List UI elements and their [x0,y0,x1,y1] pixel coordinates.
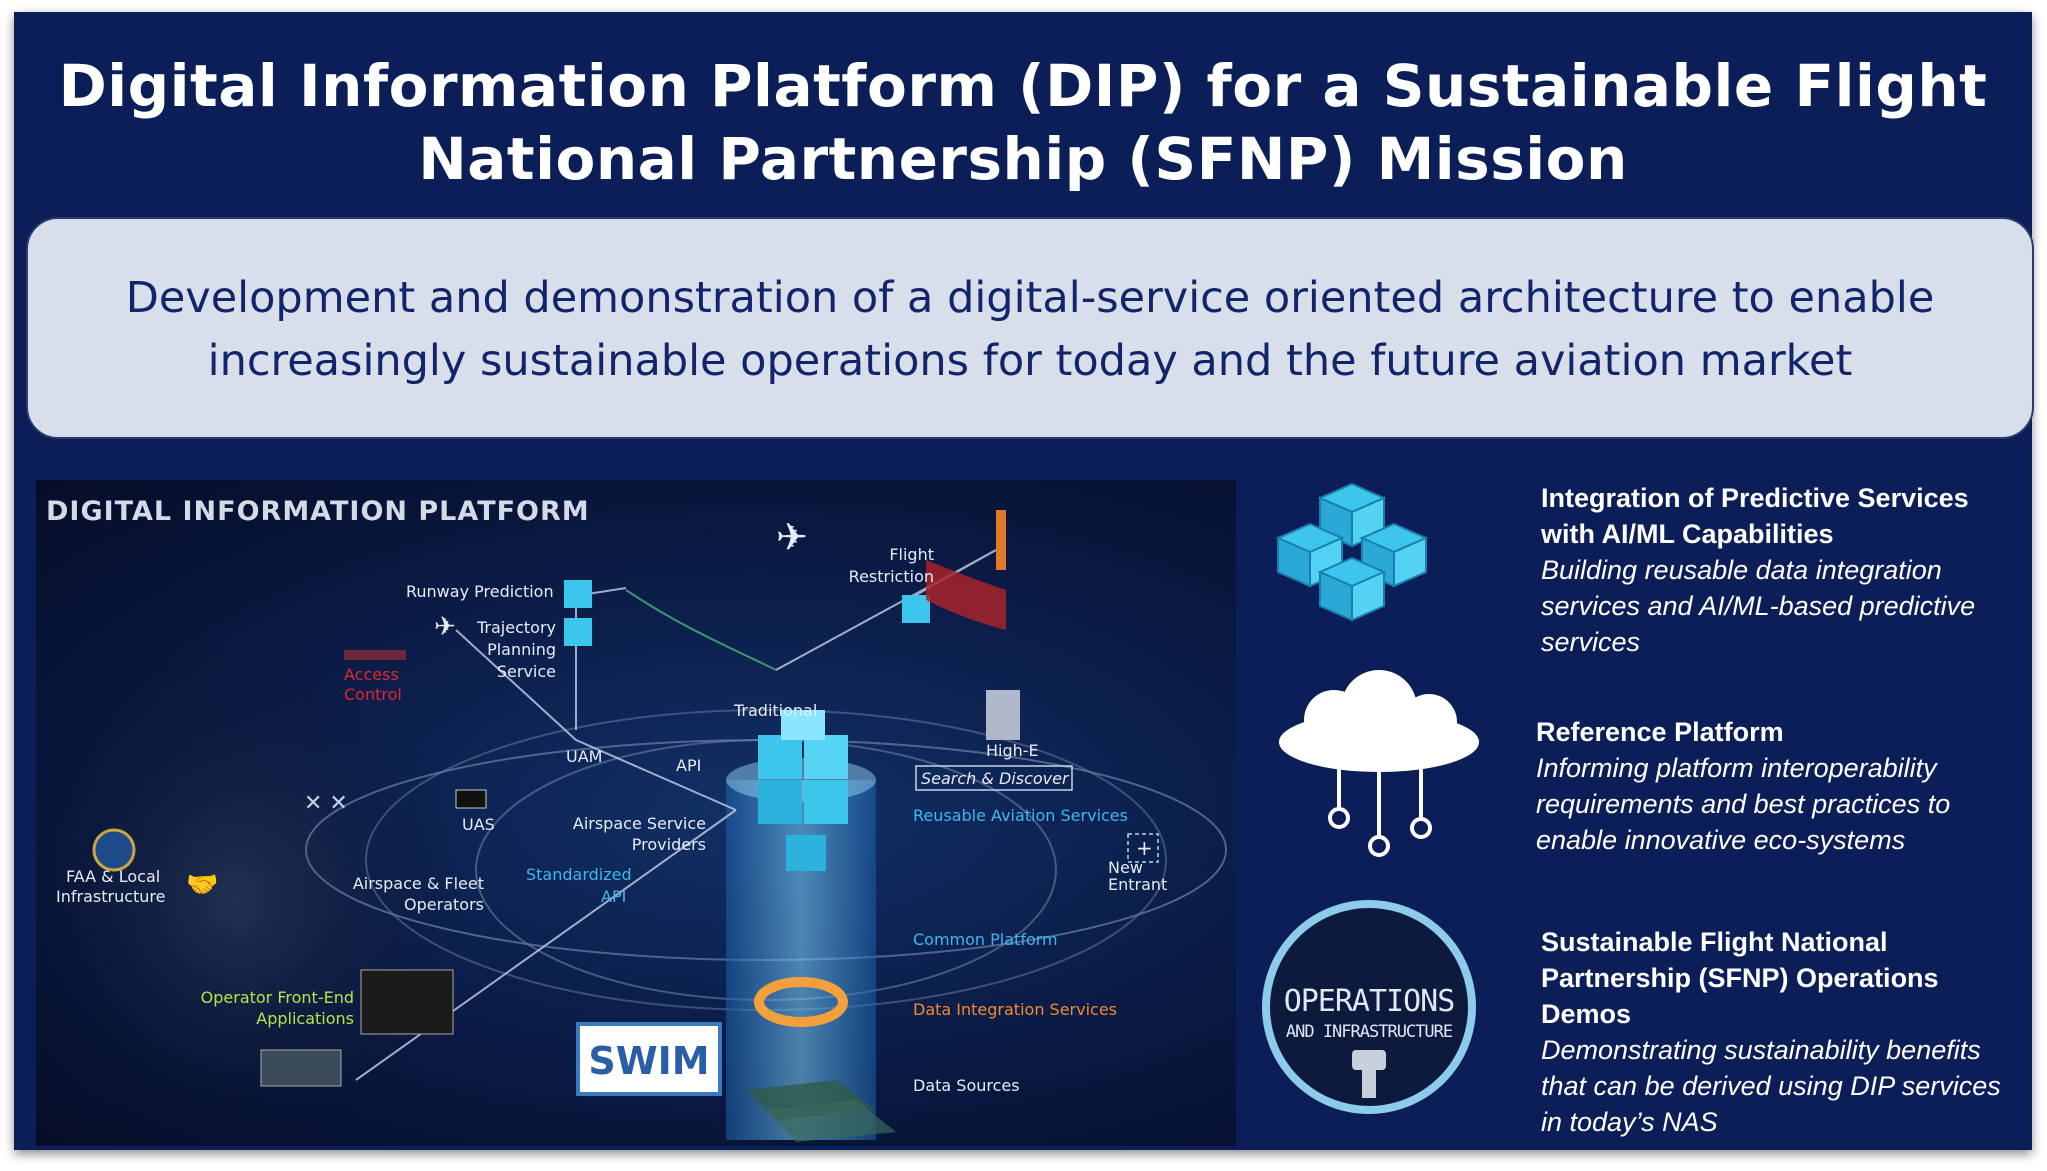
svg-text:+: + [1136,836,1153,860]
label-data-integration: Data Integration Services [913,1000,1117,1019]
label-operator-1: Operator Front-End [201,988,354,1007]
swim-logo [576,1022,722,1096]
faa-seal-icon [92,828,136,872]
label-reusable-services: Reusable Aviation Services [913,806,1128,825]
label-faa-2: Infrastructure [56,887,165,906]
label-trajectory-1: Trajectory [476,618,556,637]
feature-sfnp-demos: Sustainable Flight National Partnership … [1541,924,2001,1140]
label-flight-restriction-2: Restriction [849,567,934,586]
label-asp-1: Airspace Service [573,814,706,833]
tower-shaft-icon [1362,1070,1376,1098]
label-fleet-2: Operators [404,895,484,914]
small-drones-icon: ✕ ✕ [304,791,348,816]
label-runway-prediction: Runway Prediction [406,582,554,601]
label-api: API [676,756,701,775]
dip-diagram-svg: ✈ ✈ ✕ ✕ + 🤝 SWIM DIGITAL INFORMATION [36,496,1227,1146]
label-access-control-2: Control [344,685,402,704]
label-std-api-1: Standardized [526,865,632,884]
feature-1-description: Building reusable data integration servi… [1541,555,1976,657]
high-e-building-icon [986,690,1020,740]
uas-device-icon [455,789,487,809]
mission-line-1: Development and demonstration of a digit… [125,273,1935,323]
data-source-plane-2 [766,1100,896,1142]
mission-statement: Development and demonstration of a digit… [28,267,2032,393]
label-trajectory-3: Service [497,662,556,681]
cloud-network-icon [1279,670,1479,857]
new-entrant-plus-icon [1127,833,1159,863]
feature-3-title: Sustainable Flight National Partnership … [1541,927,1939,1029]
label-search-discover: Search & Discover [921,769,1070,788]
label-uam: UAM [566,747,602,766]
feature-2-description: Informing platform interoperability requ… [1536,753,1951,855]
drone-icon: ✈ [434,612,456,642]
restriction-zone [926,560,1006,630]
title-line-2: National Partnership (SFNP) Mission [418,125,1628,193]
operator-screen-icon [360,969,454,1035]
page-title: Digital Information Platform (DIP) for a… [14,50,2032,196]
label-high-e: High-E [986,741,1039,760]
operator-console-icon [260,1049,342,1087]
mission-line-2: increasingly sustainable operations for … [207,336,1853,386]
runway-cube-icon [564,580,592,608]
rocket-icon [996,510,1006,570]
feature-reference-platform: Reference Platform Informing platform in… [1536,714,1950,858]
ops-badge-line-2: AND INFRASTRUCTURE [1285,1022,1453,1042]
label-faa-1: FAA & Local [66,867,160,886]
handshake-icon: 🤝 [186,870,218,900]
label-common-platform: Common Platform [913,930,1058,949]
label-std-api-2: API [601,887,626,906]
globe-backdrop [36,640,466,1146]
operations-tower-icon: OPERATIONS AND INFRASTRUCTURE [1262,900,1476,1114]
label-traditional: Traditional [733,701,817,720]
trajectory-curve [625,589,777,671]
feature-predictive-services: Integration of Predictive Services with … [1541,480,1975,660]
label-operator-2: Applications [256,1009,354,1028]
cube-cluster-icon [1275,482,1429,622]
data-integration-ring [754,977,848,1027]
feature-3-description: Demonstrating sustainability benefits th… [1541,1035,2001,1137]
label-access-control-1: Access [344,665,399,684]
diagram-heading: DIGITAL INFORMATION PLATFORM [46,496,590,527]
feature-2-title: Reference Platform [1536,717,1784,747]
flight-restriction-cube-icon [902,595,930,623]
label-data-sources: Data Sources [913,1076,1020,1095]
dip-architecture-diagram: ✈ ✈ ✕ ✕ + 🤝 SWIM DIGITAL INFORMATION [36,480,1236,1146]
tower-cab-icon [1352,1050,1386,1070]
swim-logo-text: SWIM [588,1039,709,1083]
label-uas: UAS [462,815,495,834]
airplane-icon: ✈ [776,515,808,559]
label-asp-2: Providers [632,835,706,854]
mission-statement-box: Development and demonstration of a digit… [26,217,2034,439]
label-fleet-1: Airspace & Fleet [353,874,484,893]
slide: Digital Information Platform (DIP) for a… [14,12,2034,1150]
access-control-icon [344,650,406,660]
search-discover-box [915,765,1073,791]
label-new-entrant-1: New [1108,858,1143,877]
label-new-entrant-2: Entrant [1108,875,1167,894]
center-cube-stack [758,710,848,871]
label-flight-restriction-1: Flight [889,545,934,564]
ops-badge-line-1: OPERATIONS [1283,984,1456,1019]
trajectory-cube-icon [564,618,592,646]
feature-1-title: Integration of Predictive Services with … [1541,483,1969,549]
title-line-1: Digital Information Platform (DIP) for a… [58,52,1988,120]
label-trajectory-2: Planning [487,640,556,659]
